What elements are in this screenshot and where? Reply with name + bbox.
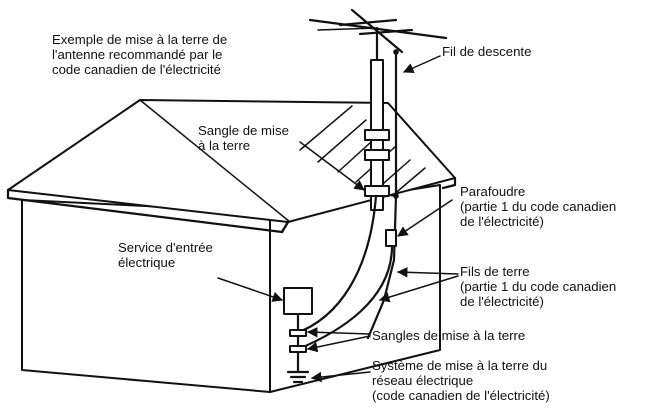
arrow-grounding-conductor-2 <box>378 275 459 303</box>
arrow-ground-clamps-1 <box>306 327 371 338</box>
mast-clamp-1 <box>364 129 390 141</box>
label-discharge-unit: Parafoudre (partie 1 du code canadien de… <box>460 184 620 229</box>
house-eave-right <box>280 176 457 234</box>
house-right-wall <box>269 184 441 393</box>
lead-in-wire <box>366 50 398 340</box>
mast-clamp-2 <box>364 149 390 161</box>
arrow-lead-in-wire <box>403 55 441 73</box>
label-electric-service: Service d'entrée électrique <box>118 240 217 270</box>
antenna-mast <box>308 8 448 211</box>
label-grounding-conductors: Fils de terre (partie 1 du code canadien… <box>460 264 620 309</box>
label-lead-in-wire: Fil de descente <box>442 44 531 59</box>
house <box>6 99 457 393</box>
ground-clamp-2 <box>289 345 307 353</box>
arrow-discharge-unit <box>397 199 453 237</box>
antenna-element-4 <box>358 28 414 36</box>
ground-clamp-1 <box>289 329 307 337</box>
mast-clamp-3 <box>364 185 390 197</box>
label-example: Exemple de mise à la terre de l'antenne … <box>52 32 231 77</box>
antenna-element-3 <box>338 18 398 27</box>
label-ground-clamp: Sangle de mise à la terre <box>198 123 293 153</box>
antenna-brace-left <box>317 27 378 31</box>
lead-in-standoff-top <box>393 49 399 55</box>
grounding-conductor-left <box>292 194 378 336</box>
arrow-ground-clamp <box>299 141 365 191</box>
house-roof <box>7 99 456 223</box>
arrow-grounding-conductor-1 <box>396 267 459 278</box>
roof-ridge-line <box>139 99 291 223</box>
arrow-electric-service <box>217 277 283 302</box>
label-power-grounding-system: Système de mise à la terre du réseau éle… <box>372 358 551 403</box>
electric-service-box <box>283 287 313 384</box>
arrow-power-grounding <box>310 371 371 383</box>
antenna-element-main <box>308 18 448 40</box>
house-left-wall <box>21 199 271 393</box>
arrow-ground-clamps-2 <box>306 335 371 353</box>
antenna-element-2 <box>350 8 404 54</box>
ground-symbol <box>286 370 310 384</box>
antenna-discharge-unit <box>385 229 397 247</box>
label-ground-clamps: Sangles de mise à la terre <box>372 328 525 343</box>
lead-in-standoff-mid <box>393 193 399 199</box>
